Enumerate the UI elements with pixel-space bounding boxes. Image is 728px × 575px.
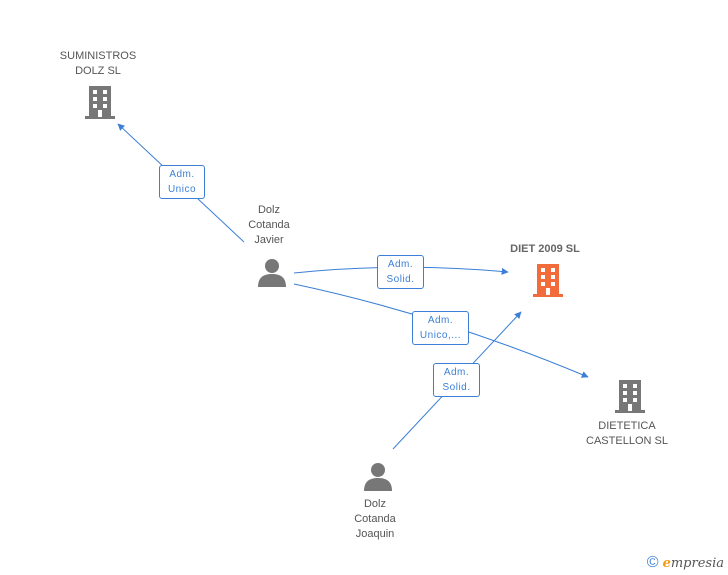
node-label-suministros: SUMINISTROS DOLZ SL [59, 50, 137, 77]
edge-label-javier-suministros[interactable]: Adm. Unico [159, 165, 205, 199]
brand-logo[interactable]: empresia [662, 556, 724, 571]
node-label-javier: Dolz Cotanda Javier [248, 204, 290, 246]
building-icon[interactable] [614, 379, 646, 413]
building-icon[interactable] [84, 85, 116, 119]
footer-brand: © empresia [647, 554, 724, 572]
person-icon[interactable] [363, 462, 393, 492]
edge-label-javier-dietetica[interactable]: Adm. Unico,... [412, 311, 469, 345]
building-main-icon[interactable] [532, 263, 564, 297]
person-icon[interactable] [257, 258, 287, 288]
edge-label-javier-diet2009[interactable]: Adm. Solid. [377, 255, 424, 289]
edge-label-joaquin-diet2009[interactable]: Adm. Solid. [433, 363, 480, 397]
node-label-dietetica: DIETETICA CASTELLON SL [586, 420, 668, 447]
copyright-icon: © [646, 554, 659, 571]
node-label-joaquin: Dolz Cotanda Joaquin [354, 498, 396, 540]
node-label-diet2009: DIET 2009 SL [510, 243, 580, 255]
